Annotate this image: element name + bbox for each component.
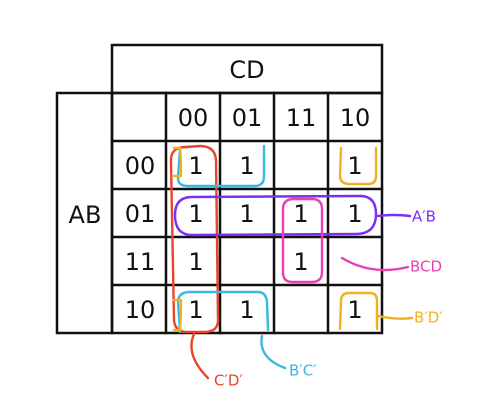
cell-value: 1	[347, 152, 362, 180]
row-header: 01	[125, 200, 156, 228]
cell-value: 1	[239, 152, 254, 180]
term-label-pink: BCD	[410, 258, 442, 276]
row-header: 11	[125, 248, 156, 276]
cell-value: 1	[188, 200, 203, 228]
group-loop-orange-top	[338, 146, 378, 186]
group-loop-orange-bottomleft	[172, 298, 183, 332]
group-loop-pink	[281, 197, 324, 284]
group-loops	[169, 144, 379, 334]
leader-line-red	[190, 332, 210, 380]
cell-value: 1	[347, 200, 362, 228]
term-label-purple: A′B	[412, 208, 436, 226]
group-loop-orange-topleft	[172, 146, 183, 178]
group-loop-purple	[173, 194, 378, 237]
cell-value: 1	[188, 248, 203, 276]
row-variable-label: AB	[69, 201, 102, 229]
group-loop-orange-bottom	[338, 291, 379, 331]
column-header: 11	[286, 104, 317, 132]
term-callouts: A′B BCD B′D′ C′D′ B′C′	[190, 208, 443, 390]
grid-lines	[55, 43, 384, 335]
cell-value: 1	[293, 248, 308, 276]
cell-value: 1	[188, 152, 203, 180]
cell-value: 1	[239, 296, 254, 324]
leader-line-cyan	[260, 334, 287, 370]
column-headers: 00 01 11 10	[178, 104, 371, 132]
term-label-cyan: B′C′	[289, 362, 317, 380]
leader-line-pink	[340, 256, 410, 272]
leader-line-orange	[376, 314, 414, 320]
term-label-orange: B′D′	[414, 309, 443, 327]
column-variable-label: CD	[229, 56, 264, 84]
group-loop-red	[169, 144, 220, 334]
group-loop-cyan-bottom	[176, 290, 270, 334]
row-header: 00	[125, 152, 156, 180]
cell-value: 1	[188, 296, 203, 324]
cell-value: 1	[239, 200, 254, 228]
group-loop-cyan-top	[176, 144, 266, 188]
row-header: 10	[125, 296, 156, 324]
cell-value: 1	[347, 296, 362, 324]
column-header: 00	[178, 104, 209, 132]
column-header: 01	[232, 104, 263, 132]
column-header: 10	[340, 104, 371, 132]
term-label-red: C′D′	[214, 372, 243, 390]
leader-line-purple	[376, 213, 412, 218]
cell-value: 1	[293, 200, 308, 228]
cell-values: 1 1 1 1 1 1 1 1 1 1 1 1	[188, 152, 362, 324]
row-headers: 00 01 11 10	[125, 152, 156, 324]
